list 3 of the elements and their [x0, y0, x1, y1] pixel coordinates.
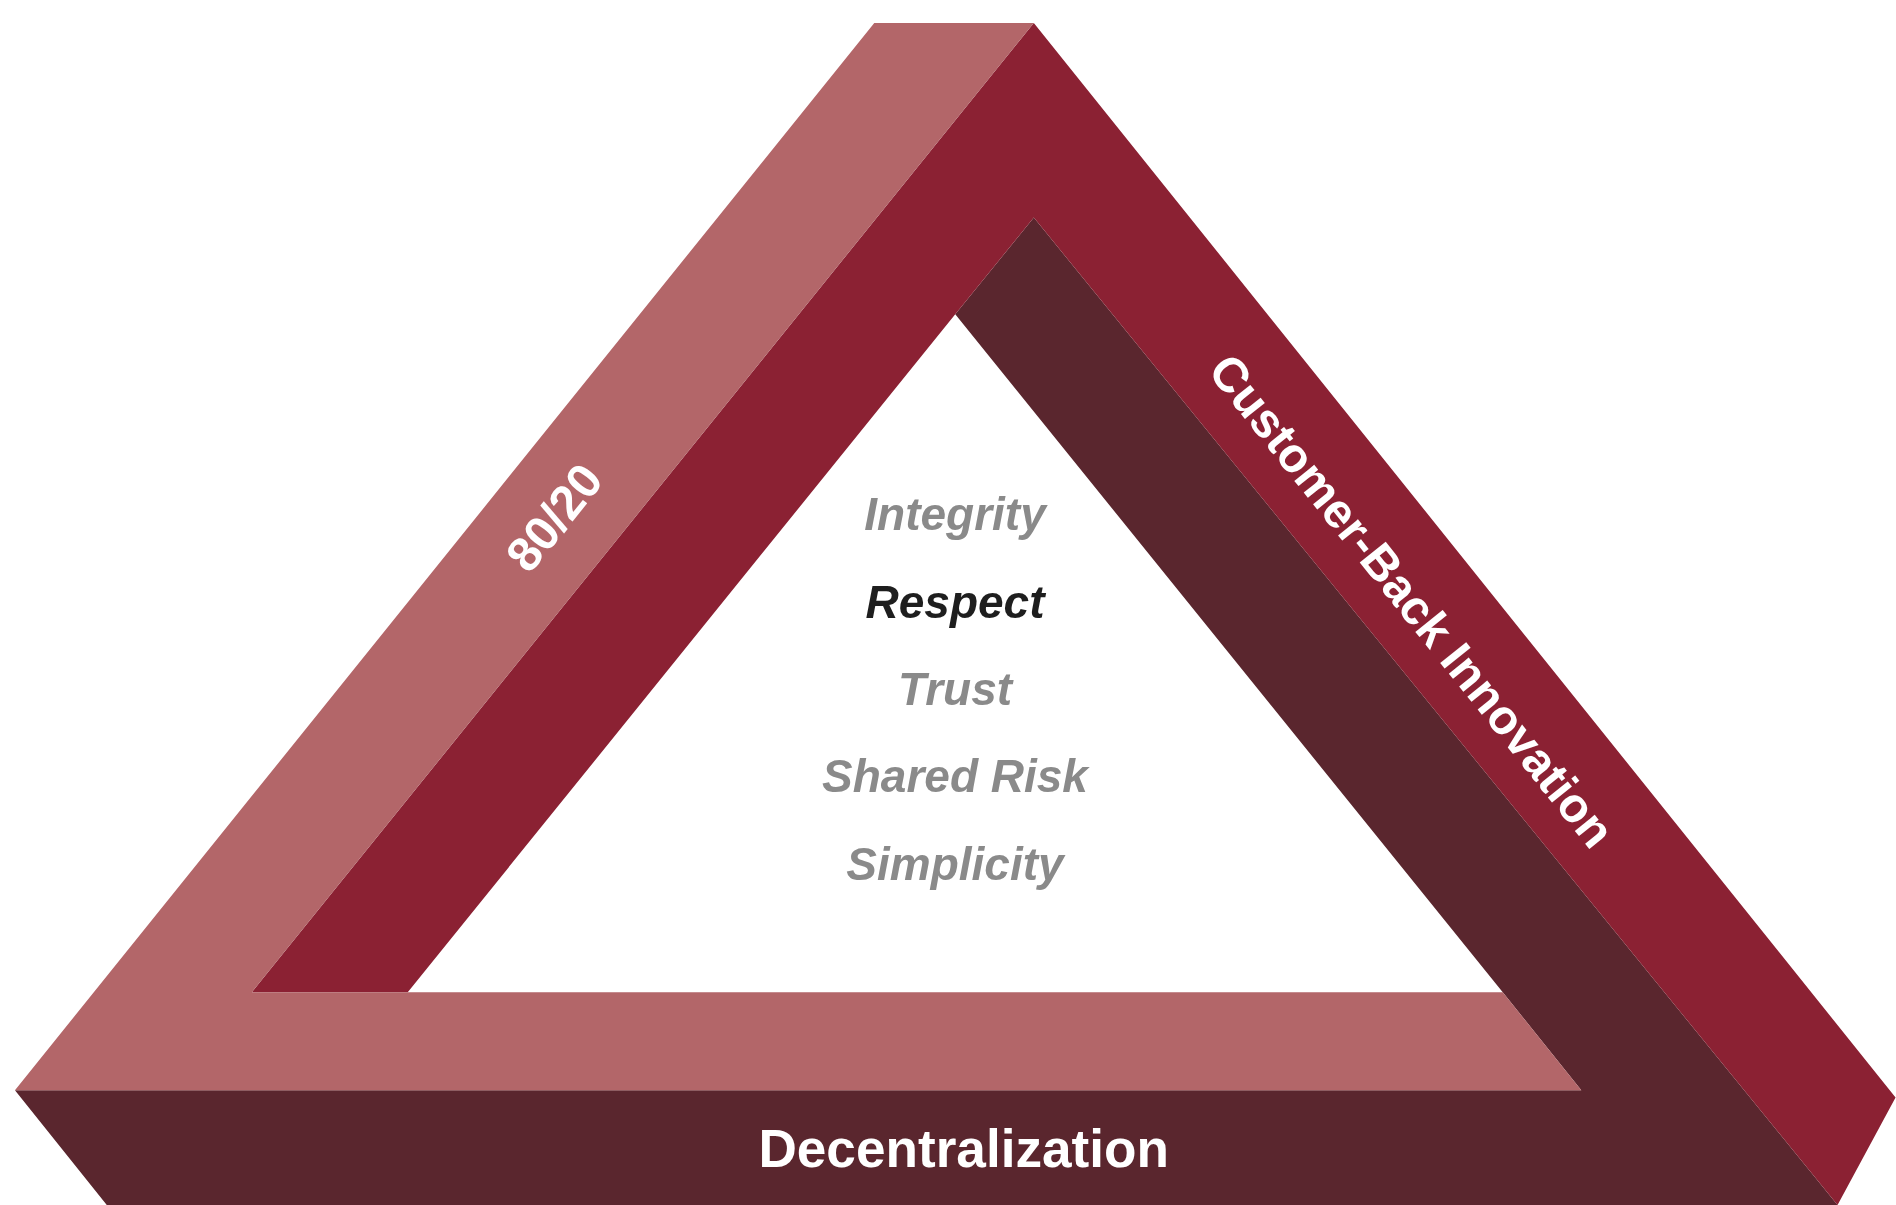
band-label: Decentralization [758, 1118, 1169, 1178]
value-label: Trust [897, 666, 1013, 712]
value-label: Shared Risk [822, 753, 1088, 799]
